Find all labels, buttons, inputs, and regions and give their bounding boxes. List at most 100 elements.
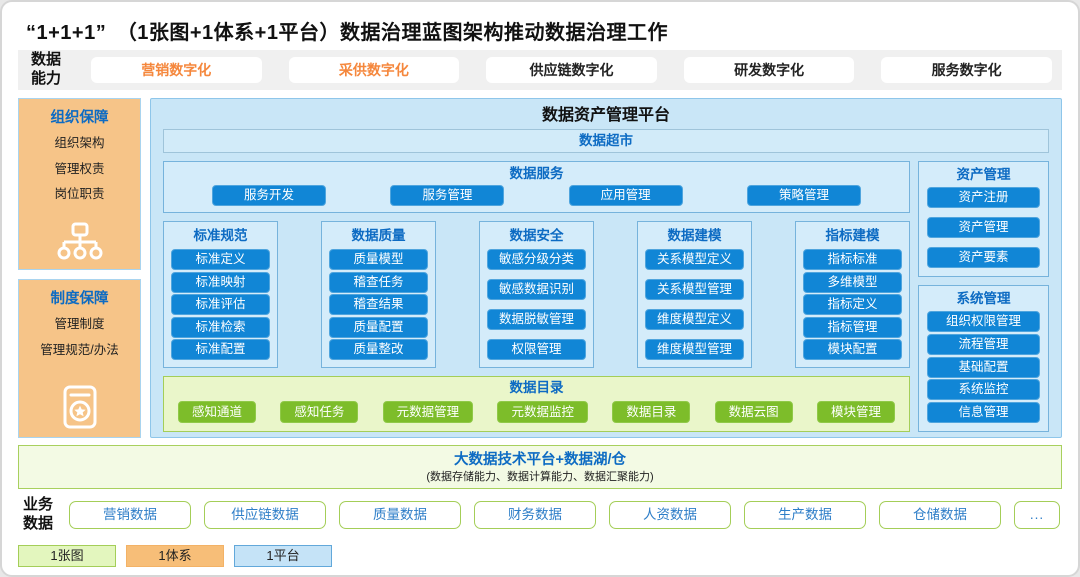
module-button[interactable]: 模块配置 [803,339,902,360]
quality-buttons: 质量模型稽查任务稽查结果质量配置质量整改 [329,249,428,360]
data-mart-bar[interactable]: 数据超市 [163,129,1049,153]
capability-button[interactable]: 服务数字化 [881,57,1052,83]
legend: 1张图 1体系 1平台 [18,545,1062,567]
system-buttons: 组织权限管理流程管理基础配置系统监控信息管理 [927,311,1040,423]
legend-map: 1张图 [18,545,116,567]
legend-system: 1体系 [126,545,224,567]
data-service-buttons: 服务开发 服务管理 应用管理 策略管理 [212,184,861,206]
asset-buttons: 资产注册资产管理资产要素 [927,187,1040,268]
policy-guarantee-item: 管理制度 [54,316,105,331]
data-service-title: 数据服务 [509,166,564,181]
business-data-button[interactable]: 质量数据 [339,501,461,529]
modeling-title: 数据建模 [667,228,722,243]
org-chart-icon [19,222,140,269]
data-capability-label: 数据能力 [30,51,61,87]
quality-column: 数据质量 质量模型稽查任务稽查结果质量配置质量整改 [321,221,436,368]
policy-guarantee-panel: 制度保障 管理制度管理规范/办法 [18,278,141,438]
org-guarantee-item: 管理权责 [54,161,105,176]
modeling-column: 数据建模 关系模型定义关系模型管理维度模型定义维度模型管理 [637,221,752,368]
catalog-button[interactable]: 数据云图 [714,400,793,423]
module-button[interactable]: 敏感分级分类 [487,249,586,270]
module-button[interactable]: 标准评估 [171,294,270,315]
module-button[interactable]: 组织权限管理 [927,311,1040,332]
module-button[interactable]: 敏感数据识别 [487,279,586,300]
service-button[interactable]: 服务管理 [390,184,505,206]
module-button[interactable]: 关系模型定义 [645,249,744,270]
module-button[interactable]: 标准配置 [171,339,270,360]
module-button[interactable]: 资产管理 [927,217,1040,238]
capability-button[interactable]: 供应链数字化 [486,57,657,83]
data-catalog-buttons: 感知通道感知任务元数据管理元数据监控 数据目录数据云图模块管理 [178,398,895,425]
sidebar: 组织保障 组织架构管理权责岗位职责 制度保障 [18,98,141,438]
platform-content: 数据服务 服务开发服务管理应用管理策略管理 标准规范 标准定义标准映射标准评估标… [163,161,1049,432]
business-data-button[interactable]: 仓储数据 [879,501,1001,529]
module-button[interactable]: 指标标准 [803,249,902,270]
capability-button[interactable]: 研发数字化 [683,57,855,83]
module-button[interactable]: 质量整改 [329,339,428,360]
org-guarantee-item: 组织架构 [54,136,105,150]
service-button[interactable]: 应用管理 [568,184,683,206]
system-management-title: 系统管理 [956,291,1011,306]
module-button[interactable]: 指标管理 [803,316,902,338]
asset-management-panel: 资产管理 资产注册资产管理资产要素 [918,161,1049,277]
bigdata-platform-title: 大数据技术平台+数据湖/仓 [454,452,626,468]
platform-title: 数据资产管理平台 [541,107,670,124]
module-button[interactable]: 数据脱敏管理 [487,309,586,330]
data-capability-strip: 数据能力 营销数字化 采供数字化 供应链数字化 研发数字化 服务数字化 [18,50,1062,90]
module-button[interactable]: 多维模型 [803,271,902,293]
catalog-button[interactable]: 数据目录 [612,400,691,423]
capability-button[interactable]: 采供数字化 [288,57,460,83]
indicator-column: 指标建模 指标标准多维模型指标定义指标管理模块配置 [795,221,910,368]
capability-button[interactable]: 营销数字化 [91,57,262,83]
indicator-buttons: 指标标准多维模型指标定义指标管理模块配置 [803,249,902,360]
module-button[interactable]: 维度模型管理 [645,339,744,360]
data-catalog-panel: 数据目录 感知通道感知任务元数据管理元数据监控数据目录数据云图模块管理 [163,376,910,432]
module-button[interactable]: 流程管理 [927,333,1040,355]
module-button[interactable]: 指标定义 [803,294,902,315]
module-button[interactable]: 标准检索 [171,316,270,338]
module-columns: 标准规范 标准定义标准映射标准评估标准检索标准配置 数据质量 质量模型稽查任务稽… [163,221,910,368]
catalog-button[interactable]: 元数据监控 [497,400,588,423]
module-button[interactable]: 基础配置 [927,356,1040,378]
platform-left-column: 数据服务 服务开发服务管理应用管理策略管理 标准规范 标准定义标准映射标准评估标… [163,161,910,432]
business-data-button[interactable]: 营销数据 [69,501,191,529]
module-button[interactable]: 标准定义 [171,249,270,270]
org-guarantee-item: 岗位职责 [54,187,105,202]
module-button[interactable]: 质量配置 [329,316,428,338]
catalog-button[interactable]: 感知通道 [178,400,257,423]
module-button[interactable]: 维度模型定义 [645,309,744,330]
business-data-more-button[interactable]: ... [1014,501,1060,529]
service-button[interactable]: 服务开发 [212,184,326,206]
business-data-button[interactable]: 人资数据 [609,501,731,529]
module-button[interactable]: 稽查结果 [329,294,428,315]
page-title: “1+1+1” （1张图+1体系+1平台）数据治理蓝图架构推动数据治理工作 [26,22,668,44]
standards-column: 标准规范 标准定义标准映射标准评估标准检索标准配置 [163,221,278,368]
module-button[interactable]: 资产要素 [927,247,1040,268]
business-data-button[interactable]: 供应链数据 [204,501,326,529]
indicator-title: 指标建模 [825,228,880,243]
module-button[interactable]: 关系模型管理 [645,279,744,300]
data-asset-platform: 数据资产管理平台 数据超市 数据服务 服务开发 服务管理 应用管理 策略管理 标准规范 [150,98,1062,438]
module-button[interactable]: 权限管理 [487,339,586,360]
security-buttons: 敏感分级分类敏感数据识别数据脱敏管理权限管理 [487,249,586,360]
business-data-button[interactable]: 生产数据 [744,501,866,529]
org-guarantee-title: 组织保障 [50,110,109,126]
standards-title: 标准规范 [193,228,248,243]
module-button[interactable]: 质量模型 [329,249,428,270]
module-button[interactable]: 信息管理 [927,402,1040,423]
main-row: 组织保障 组织架构管理权责岗位职责 制度保障 [18,98,1062,438]
catalog-button[interactable]: 元数据管理 [382,400,474,423]
catalog-button[interactable]: 感知任务 [280,400,359,423]
policy-doc-icon [19,385,140,434]
service-button[interactable]: 策略管理 [746,184,861,206]
module-button[interactable]: 稽查任务 [329,271,428,293]
data-catalog-title: 数据目录 [509,380,564,395]
catalog-button[interactable]: 模块管理 [816,400,895,423]
module-button[interactable]: 标准映射 [171,271,270,293]
module-button[interactable]: 系统监控 [927,379,1040,401]
business-data-button[interactable]: 财务数据 [474,501,596,529]
platform-right-column: 资产管理 资产注册资产管理资产要素 系统管理 组织权限管理流程管理基础配置系统监… [918,161,1049,432]
module-button[interactable]: 资产注册 [927,187,1040,208]
org-guarantee-panel: 组织保障 组织架构管理权责岗位职责 [18,98,141,270]
